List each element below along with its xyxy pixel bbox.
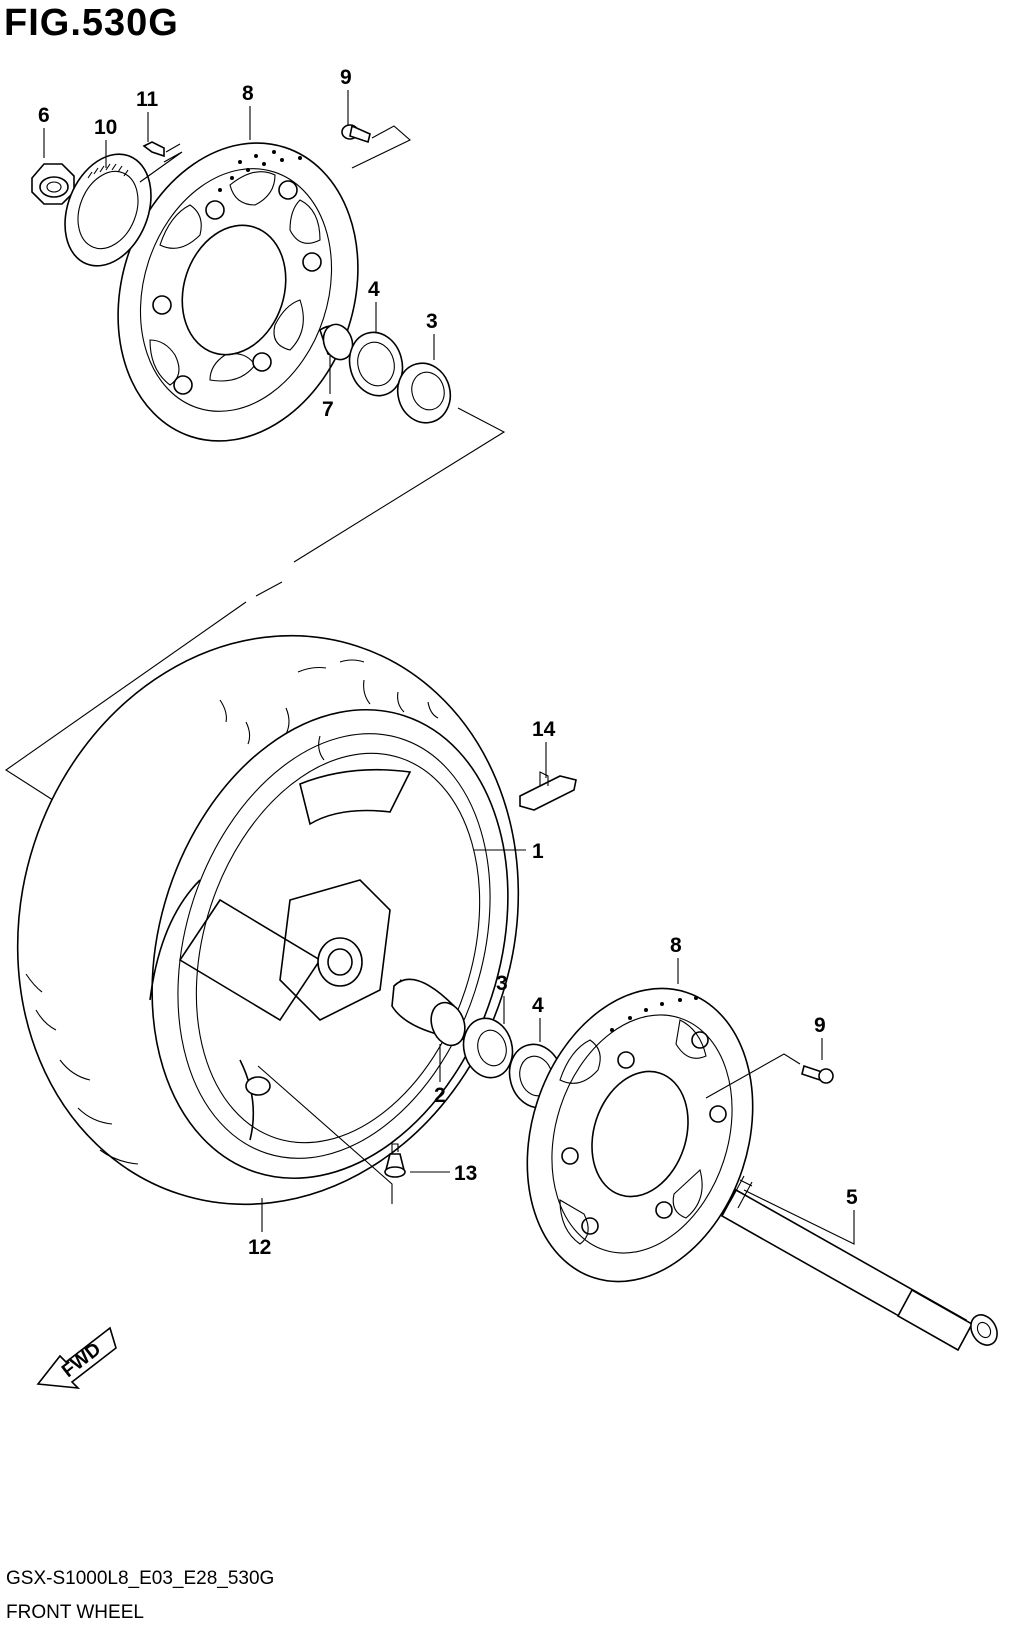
valve-part-13: [384, 1143, 406, 1178]
nut-part-6: [31, 163, 75, 205]
callout-2: 2: [434, 1084, 446, 1107]
bearing-part-4-upper: [348, 331, 404, 397]
callout-11: 11: [136, 88, 159, 111]
bearing-part-3-upper: [396, 362, 452, 424]
callout-14: 14: [532, 718, 556, 741]
callout-3-upper: 3: [426, 310, 438, 333]
model-code: GSX-S1000L8_E03_E28_530G: [6, 1568, 275, 1589]
section-name: FRONT WHEEL: [6, 1602, 144, 1623]
callout-4-upper: 4: [368, 278, 380, 301]
bolt-part-9-lower: [705, 1053, 834, 1099]
callout-8-lower: 8: [670, 934, 682, 957]
leader-lines: [43, 90, 855, 1245]
callout-4-lower: 4: [532, 994, 544, 1017]
callout-10: 10: [94, 116, 117, 139]
screw-part-11: [139, 141, 183, 183]
bolt-part-9-upper: [341, 124, 411, 169]
balance-weight-part-14: [519, 771, 577, 811]
callout-8-upper: 8: [242, 82, 254, 105]
callout-9-lower: 9: [814, 1014, 826, 1037]
lower-brake-disc: [526, 987, 754, 1283]
callout-3-lower: 3: [496, 972, 508, 995]
axle-part-5: [720, 1175, 998, 1352]
fwd-arrow-icon: FWD: [36, 1326, 117, 1390]
callout-12: 12: [248, 1236, 271, 1259]
spacer-part-2: [391, 978, 466, 1047]
figure-title: FIG.530G: [4, 2, 179, 44]
front-wheel-tire: [16, 634, 520, 1206]
callout-7: 7: [322, 398, 334, 421]
callout-labels: 1 2 3 3 4 4 5 6 7 8 8 9 9 10 11 12 13 14: [38, 66, 858, 1259]
bearing-part-3-lower: [462, 1017, 514, 1079]
callout-6: 6: [38, 104, 50, 127]
callout-13: 13: [454, 1162, 477, 1185]
upper-brake-disc: [117, 142, 359, 442]
sensor-rotor-part-10: [64, 153, 152, 267]
callout-1: 1: [532, 840, 544, 863]
callout-5: 5: [846, 1186, 858, 1209]
callout-9-upper: 9: [340, 66, 352, 89]
spacer-part-7: [319, 323, 354, 361]
